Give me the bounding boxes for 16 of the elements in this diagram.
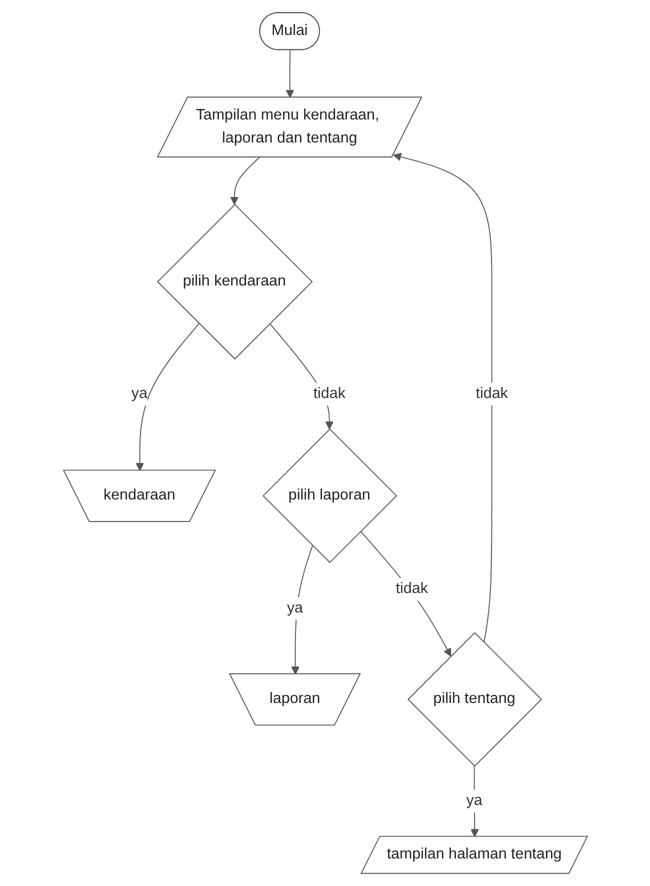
arrow [360,530,451,657]
edge-label: ya [286,600,302,616]
arrow [285,50,294,98]
edge-label: ya [130,385,147,402]
arrow [135,323,199,472]
arrow [470,766,478,838]
node-diamond: pilih laporan [262,428,397,564]
arrow [290,545,312,675]
edge-label: ya [466,792,482,809]
arrow [230,157,260,205]
node-diamond: pilih tentang [406,632,542,767]
edge-label: tidak [312,385,345,402]
edge-label: tidak [395,580,428,598]
arrow [392,152,492,644]
edge-label: tidak [475,385,508,402]
node-diamond: pilih kendaraan [156,204,312,360]
